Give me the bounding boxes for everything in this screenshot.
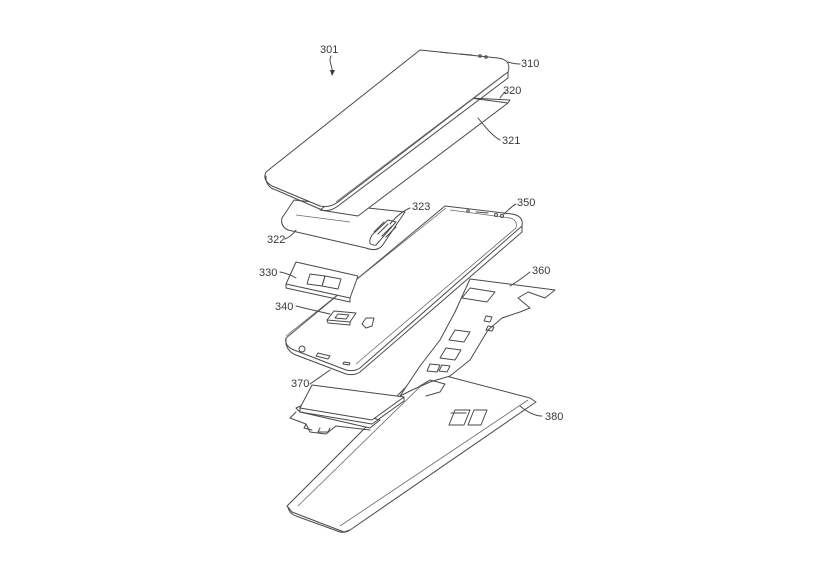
leader-lines [279,61,543,417]
front-cover-310 [264,49,510,211]
fingerprint-module-330 [285,261,359,303]
assembly-arrow-icon [329,55,335,76]
battery-370 [289,384,405,435]
label-370: 370 [291,378,310,390]
label-350: 350 [517,197,536,209]
label-322: 322 [267,234,286,246]
label-380: 380 [545,411,564,423]
sensor-chip-340 [326,310,375,329]
bracket-350 [285,205,523,376]
label-330: 330 [259,267,278,279]
label-360: 360 [532,265,551,277]
label-340: 340 [275,301,294,313]
label-301: 301 [320,44,339,56]
display-bent-portion-322 [281,199,406,251]
label-310: 310 [521,58,540,70]
label-320: 320 [503,85,522,97]
label-323: 323 [412,201,431,213]
label-321: 321 [502,135,521,147]
pcb-360 [399,278,556,397]
rear-cover-380 [286,369,537,533]
